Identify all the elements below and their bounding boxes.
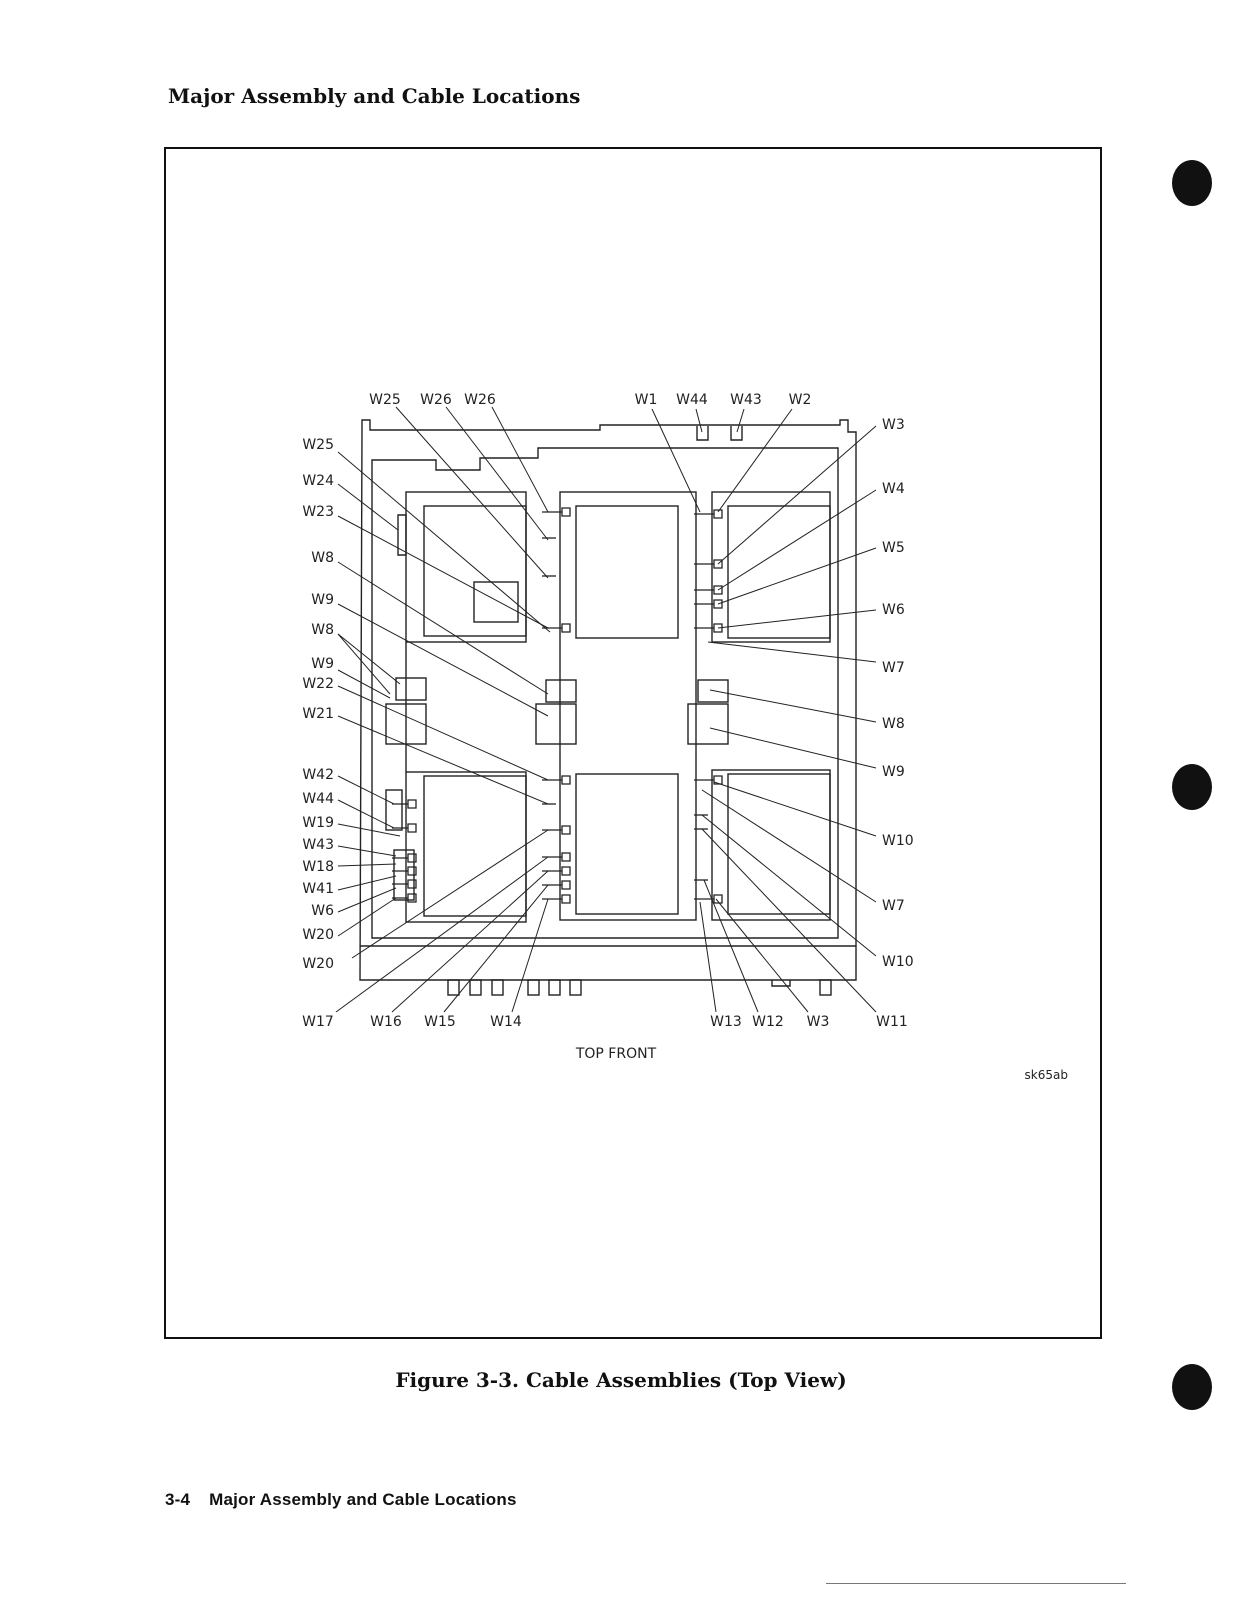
callout-label: W22 (302, 676, 334, 692)
page-number: 3-4 (165, 1490, 191, 1509)
binder-hole (1172, 1364, 1212, 1410)
callout-label: W24 (302, 473, 334, 489)
orientation-label: TOP FRONT (575, 1046, 657, 1062)
callout-label: W8 (311, 622, 334, 638)
figure-caption: Figure 3-3. Cable Assemblies (Top View) (395, 1368, 847, 1392)
callout-label: W20 (302, 956, 334, 972)
callout-label: W7 (882, 660, 905, 676)
callout-label: W1 (635, 392, 658, 408)
binder-hole (1172, 160, 1212, 206)
page-footer: 3-4 Major Assembly and Cable Locations (165, 1490, 517, 1510)
callout-label: W15 (424, 1014, 456, 1030)
scan-edge-line (826, 1583, 1126, 1584)
page-heading: Major Assembly and Cable Locations (168, 84, 581, 108)
footer-section-title: Major Assembly and Cable Locations (209, 1490, 517, 1509)
callout-label: W3 (882, 417, 905, 433)
callout-label: W42 (302, 767, 334, 783)
callout-labels-bottom: W17 W16 W15 W14 W13 W12 W3 W11 (302, 1014, 908, 1030)
callout-label: W41 (302, 881, 334, 897)
callout-label: W9 (311, 656, 334, 672)
callout-label: W2 (789, 392, 812, 408)
callout-label: W18 (302, 859, 334, 875)
callout-label: W19 (302, 815, 334, 831)
callout-label: W26 (420, 392, 452, 408)
leader-lines (335, 406, 877, 1013)
drawing-id: sk65ab (1025, 1068, 1068, 1082)
callout-label: W43 (730, 392, 762, 408)
callout-label: W8 (311, 550, 334, 566)
connector-ticks (392, 507, 723, 904)
callout-labels-left: W25 W24 W23 W8 W9 W8 W9 W22 W21 W42 W44 … (302, 437, 334, 972)
callout-label: W4 (882, 481, 905, 497)
callout-label: W26 (464, 392, 496, 408)
callout-label: W43 (302, 837, 334, 853)
callout-label: W8 (882, 716, 905, 732)
callout-labels-right: W3 W4 W5 W6 W7 W8 W9 W10 W7 W10 (882, 417, 914, 970)
callout-label: W21 (302, 706, 334, 722)
callout-label: W3 (807, 1014, 830, 1030)
callout-label: W9 (311, 592, 334, 608)
callout-labels-top: W25 W26 W26 W1 W44 W43 W2 (369, 392, 811, 408)
callout-label: W6 (311, 903, 334, 919)
callout-label: W16 (370, 1014, 402, 1030)
binder-hole (1172, 764, 1212, 810)
callout-label: W10 (882, 954, 914, 970)
chassis-outline (359, 419, 857, 996)
callout-label: W13 (710, 1014, 742, 1030)
callout-label: W44 (302, 791, 334, 807)
callout-label: W6 (882, 602, 905, 618)
callout-label: W7 (882, 898, 905, 914)
callout-label: W25 (369, 392, 401, 408)
callout-label: W25 (302, 437, 334, 453)
callout-label: W14 (490, 1014, 522, 1030)
callout-label: W20 (302, 927, 334, 943)
callout-label: W23 (302, 504, 334, 520)
callout-label: W17 (302, 1014, 334, 1030)
callout-label: W5 (882, 540, 905, 556)
callout-label: W12 (752, 1014, 784, 1030)
callout-label: W10 (882, 833, 914, 849)
callout-label: W9 (882, 764, 905, 780)
callout-label: W44 (676, 392, 708, 408)
callout-label: W11 (876, 1014, 908, 1030)
figure-frame (164, 147, 1102, 1339)
